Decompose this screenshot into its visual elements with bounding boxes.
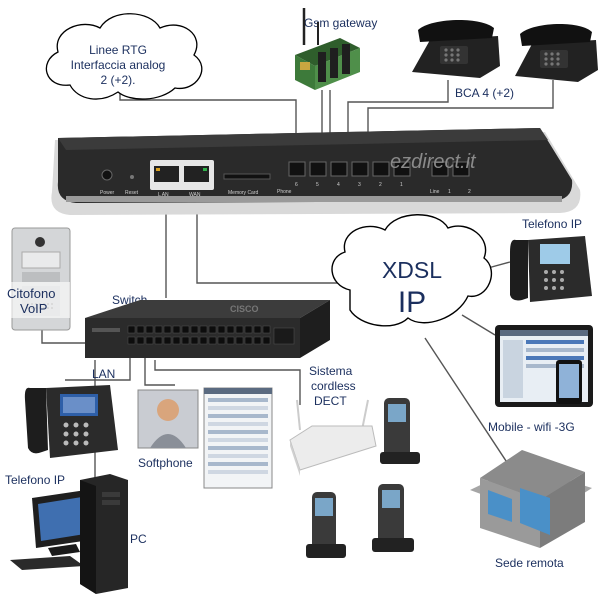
wire-switch-to-lanphone [65, 355, 131, 381]
handset-icon [520, 23, 592, 46]
dect-label-line-2: cordless [311, 379, 356, 393]
dect-handset-2 [306, 492, 346, 558]
mobile-devices [495, 325, 593, 407]
phone-ports [288, 161, 411, 177]
analog-cloud-line-2: Interfaccia analog [71, 58, 166, 72]
bca-phone-2 [515, 23, 598, 82]
port-label-wan: WAN [189, 192, 201, 198]
dect-label-line-3: DECT [314, 394, 347, 408]
lan-label: LAN [92, 367, 115, 381]
dect-base-station [289, 399, 377, 476]
phone-port-number: 4 [337, 182, 340, 188]
xdsl-cloud-line-1: XDSL [382, 257, 442, 283]
telefono-ip-right-label: Telefono IP [522, 217, 582, 231]
phone-port-number: 5 [316, 182, 319, 188]
bca-label: BCA 4 (+2) [455, 86, 514, 100]
handset-icon [510, 239, 528, 301]
analog-cloud-line-3: 2 (+2). [100, 73, 135, 87]
port-label-lan: L AN [158, 192, 169, 198]
line-port-number: 2 [468, 189, 471, 195]
wire-switch-to-dect [154, 360, 301, 405]
wire-xdsl-to-mobile [461, 314, 496, 336]
line-ports [431, 161, 470, 177]
phone-port-number: 6 [295, 182, 298, 188]
handset-icon [24, 387, 48, 454]
camera-icon [35, 237, 45, 247]
softphone-label: Softphone [138, 456, 193, 470]
network-switch: CISCO [85, 300, 330, 358]
phone-port-number: 3 [358, 182, 361, 188]
xdsl-cloud-line-2: IP [398, 286, 426, 319]
keyboard [10, 556, 84, 570]
dect-handset-1 [380, 398, 420, 464]
lan-port [154, 166, 179, 182]
analog-lines-cloud: Linee RTG Interfaccia analog 2 (+2). [45, 13, 203, 100]
remote-office-building [470, 450, 592, 548]
wire-switch-to-softphone [144, 358, 175, 386]
dect-handset-3 [372, 484, 414, 552]
desktop-pc [10, 474, 128, 594]
pc-label: PC [130, 532, 147, 546]
port-label-phone: Phone [277, 189, 292, 195]
avatar [157, 399, 179, 421]
cloud-shape [331, 214, 493, 327]
memory-card-slot [223, 173, 271, 180]
wire-citofono-to-switch [41, 330, 85, 344]
bca-phone-1 [412, 19, 500, 78]
xdsl-ip-cloud: XDSL IP [331, 214, 493, 327]
handset-icon [418, 19, 494, 42]
gsm-gateway-label: Gsm gateway [304, 16, 377, 30]
cloud-shape [45, 13, 203, 100]
reset-button [130, 175, 134, 179]
port-label-memory-card: Memory Card [228, 190, 259, 196]
wire-xdsl-to-ipphone [487, 261, 511, 269]
switch-brand: CISCO [230, 304, 259, 314]
wire-xdsl-to-remote [424, 337, 513, 471]
port-label-power: Power [100, 190, 115, 196]
analog-cloud-line-1: Linee RTG [89, 43, 147, 57]
ip-phone-left [24, 385, 118, 458]
gsm-gateway-device [295, 8, 360, 90]
gsm-board-stack [295, 38, 360, 90]
softphone-screenshot [137, 387, 273, 489]
wan-port [184, 166, 209, 182]
phone-port-number: 1 [400, 182, 403, 188]
mobile-label: Mobile - wifi -3G [488, 420, 575, 434]
dect-label-line-1: Sistema [309, 364, 353, 378]
citofono-label-line-2: VoIP [20, 301, 47, 316]
citofono-label-line-1: Citofono [7, 286, 55, 301]
watermark: ezdirect.it [390, 151, 477, 173]
ip-phone-right [510, 236, 592, 302]
port-label-reset: Reset [125, 190, 139, 196]
phone-port-number: 2 [379, 182, 382, 188]
ip-pbx-router: Power Reset L AN WAN Memory Card Phone 6… [51, 128, 581, 215]
line-port-number: 1 [448, 189, 451, 195]
telefono-ip-left-label: Telefono IP [5, 473, 65, 487]
wire-bca-to-router [347, 80, 449, 160]
port-label-line: Line [430, 189, 440, 195]
switch-ports [127, 325, 271, 345]
power-socket [101, 169, 113, 181]
wire-wan-to-xdsl [196, 185, 350, 284]
sede-remota-label: Sede remota [495, 556, 564, 570]
